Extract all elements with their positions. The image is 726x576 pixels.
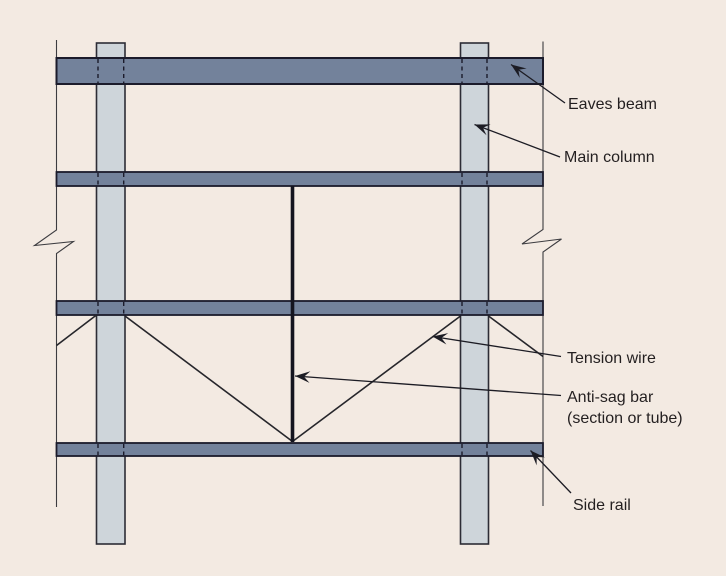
anti-sag-bar-label-line2: (section or tube) xyxy=(567,410,683,427)
tension-wires xyxy=(56,314,544,443)
tension-wire-label: Tension wire xyxy=(567,350,656,367)
anti-sag-bar-label: Anti-sag bar (section or tube) xyxy=(567,387,683,429)
main-column-label: Main column xyxy=(564,149,655,166)
side-rail-label: Side rail xyxy=(573,497,631,514)
tension-wire-outer-left xyxy=(56,314,97,347)
side-rail-upper xyxy=(55,171,544,187)
side-rail-middle xyxy=(55,300,544,316)
main-column-arrow-head xyxy=(474,124,491,136)
eaves-beam-arrow xyxy=(510,63,566,104)
side-rail-arrow xyxy=(530,450,572,494)
anti-sag-bar-arrow-head xyxy=(295,371,311,383)
tension-wire-right xyxy=(292,315,461,443)
side-rail-lower xyxy=(55,442,544,457)
right-boundary-break-line xyxy=(521,41,562,506)
right-main-column xyxy=(459,42,490,545)
leader-arrows xyxy=(294,63,572,494)
tension-wire-arrow-head xyxy=(432,333,449,345)
anti-sag-bar-label-line1: Anti-sag bar xyxy=(567,389,654,406)
eaves-beam xyxy=(55,57,544,85)
tension-wire-arrow xyxy=(432,335,562,358)
eaves-beam-label: Eaves beam xyxy=(568,96,657,113)
main-column-arrow xyxy=(474,123,561,158)
tension-wire-outer-right xyxy=(488,315,544,358)
side-rail-arrow-head xyxy=(530,450,545,466)
eaves-beam-arrow-head xyxy=(511,64,527,78)
left-boundary-break-line xyxy=(32,40,76,507)
left-main-column xyxy=(95,42,126,545)
anti-sag-bar-arrow xyxy=(294,375,562,397)
tension-wire-left xyxy=(124,315,293,443)
